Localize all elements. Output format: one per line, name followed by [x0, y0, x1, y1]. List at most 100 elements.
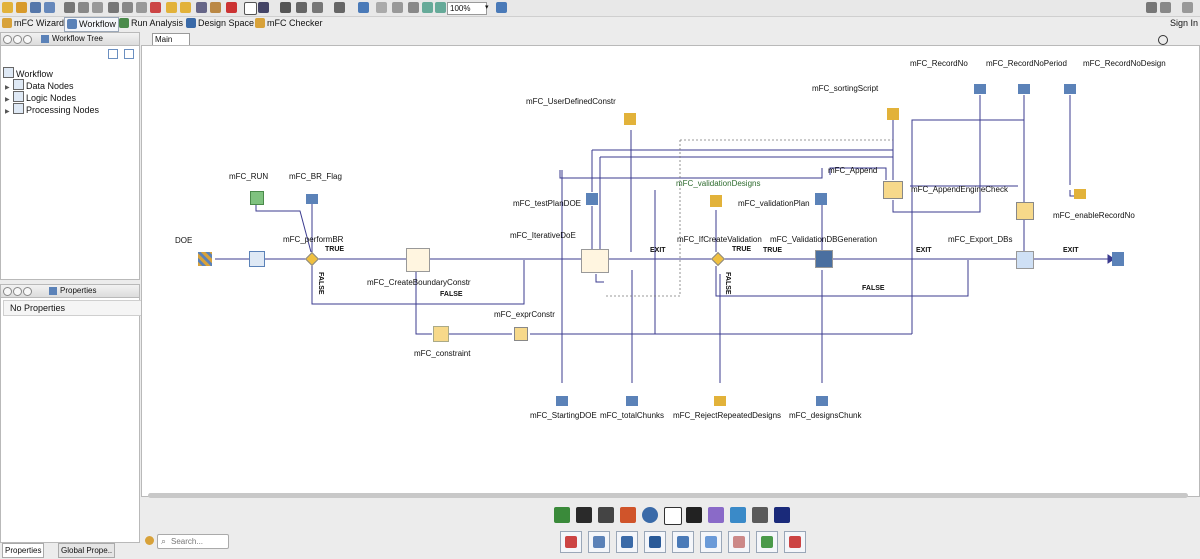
performbr-input-icon[interactable]	[249, 251, 265, 267]
redo-icon[interactable]	[180, 2, 191, 13]
constraint-icon[interactable]	[433, 326, 449, 342]
zoom-selection-icon[interactable]	[392, 2, 403, 13]
open-icon[interactable]	[16, 2, 27, 13]
zoom-out-icon[interactable]	[435, 2, 446, 13]
debug-icon[interactable]	[226, 2, 237, 13]
record-no-period-icon[interactable]	[1018, 84, 1030, 94]
align-middle-icon[interactable]	[296, 2, 307, 13]
br-flag-icon[interactable]	[306, 194, 318, 204]
stop-icon[interactable]	[210, 2, 221, 13]
zoom-fit-icon[interactable]	[376, 2, 387, 13]
perspective-mfc-wizard[interactable]: mFC Wizard	[2, 17, 64, 30]
palette-workflow-button[interactable]	[672, 531, 694, 553]
grid-icon[interactable]	[358, 2, 369, 13]
distribute-icon[interactable]	[312, 2, 323, 13]
perspective-run-analysis[interactable]: Run Analysis	[119, 17, 183, 30]
maximize-icon[interactable]	[23, 35, 32, 44]
test-plan-doe-icon[interactable]	[586, 193, 598, 205]
script-icon[interactable]	[664, 507, 682, 525]
link-editor-icon[interactable]	[124, 49, 134, 59]
new-icon[interactable]	[2, 2, 13, 13]
undo-icon[interactable]	[166, 2, 177, 13]
close-icon[interactable]	[3, 287, 12, 296]
save-all-icon[interactable]	[44, 2, 55, 13]
print-icon[interactable]	[64, 2, 75, 13]
end-node-icon[interactable]	[1112, 252, 1124, 266]
tree-item-data-nodes[interactable]: ▶Data Nodes	[5, 79, 74, 91]
append-engine-check-icon[interactable]	[1016, 202, 1034, 220]
network-icon[interactable]	[708, 507, 724, 523]
tab-main[interactable]: Main	[152, 33, 190, 45]
record-no-design-icon[interactable]	[1064, 84, 1076, 94]
chevron-down-icon[interactable]: ▾	[485, 4, 489, 11]
starting-doe-icon[interactable]	[556, 396, 568, 406]
minimize-icon[interactable]	[13, 287, 22, 296]
tab-global-properties[interactable]: Global Prope..	[58, 543, 116, 558]
labview-icon[interactable]	[576, 507, 592, 523]
circuit-icon[interactable]	[686, 507, 702, 523]
perspective-workflow[interactable]: Workflow	[64, 17, 119, 32]
copy-icon[interactable]	[122, 2, 133, 13]
connect-icon[interactable]	[258, 2, 269, 13]
zoom-reset-icon[interactable]	[408, 2, 419, 13]
tree-item-processing-nodes[interactable]: ▶Processing Nodes	[5, 103, 100, 115]
excel-icon[interactable]	[554, 507, 570, 523]
sorting-script-icon[interactable]	[887, 108, 899, 120]
mathcad-icon[interactable]	[598, 507, 614, 523]
perspective-design-space[interactable]: Design Space	[186, 17, 254, 30]
cycle-icon[interactable]	[642, 507, 658, 523]
palette-optimizer-button[interactable]	[616, 531, 638, 553]
cut-icon[interactable]	[108, 2, 119, 13]
export-icon[interactable]	[92, 2, 103, 13]
grid-node-icon[interactable]	[752, 507, 768, 523]
overview-icon[interactable]	[496, 2, 507, 13]
doe-node-icon[interactable]	[198, 252, 212, 266]
run-icon[interactable]	[196, 2, 207, 13]
expand-arrow-icon[interactable]: ▶	[5, 109, 10, 115]
mfc-run-icon[interactable]	[250, 191, 264, 205]
help-icon[interactable]	[1182, 2, 1193, 13]
perspective-mfc-checker[interactable]: mFC Checker	[255, 17, 323, 30]
validation-plan-table-icon[interactable]	[815, 193, 827, 205]
horizontal-scrollbar[interactable]	[148, 493, 1188, 498]
ma-icon[interactable]	[774, 507, 790, 523]
palette-matrix-button[interactable]	[644, 531, 666, 553]
tab-properties[interactable]: Properties	[2, 543, 45, 558]
designs-chunk-icon[interactable]	[816, 396, 828, 406]
append-icon[interactable]	[883, 181, 903, 199]
iterative-doe-icon[interactable]	[581, 249, 609, 273]
back-icon[interactable]	[1146, 2, 1157, 13]
settings-icon[interactable]	[1160, 2, 1171, 13]
layout-icon[interactable]	[334, 2, 345, 13]
zoom-select[interactable]: 100%	[447, 2, 487, 15]
minimize-icon[interactable]	[13, 35, 22, 44]
save-icon[interactable]	[30, 2, 41, 13]
expand-arrow-icon[interactable]: ▶	[5, 97, 10, 103]
sign-in-link[interactable]: Sign In	[1170, 18, 1199, 28]
tree-item-logic-nodes[interactable]: ▶Logic Nodes	[5, 91, 77, 103]
workflow-canvas[interactable]	[141, 45, 1200, 497]
validation-db-icon[interactable]	[815, 250, 833, 268]
validation-plan-icon[interactable]	[710, 195, 722, 207]
record-no-icon[interactable]	[974, 84, 986, 94]
print-preview-icon[interactable]	[78, 2, 89, 13]
create-boundary-constr-icon[interactable]	[406, 248, 430, 272]
paste-icon[interactable]	[136, 2, 147, 13]
matlab-icon[interactable]	[620, 507, 636, 523]
maximize-icon[interactable]	[23, 287, 32, 296]
palette-scheduler-button[interactable]	[588, 531, 610, 553]
user-defined-constr-icon[interactable]	[624, 113, 636, 125]
collapse-all-icon[interactable]	[108, 49, 118, 59]
select-pointer-icon[interactable]	[244, 2, 257, 15]
expr-constr-icon[interactable]	[514, 327, 528, 341]
delete-icon[interactable]	[150, 2, 161, 13]
search-box[interactable]: ⌕ Search...	[157, 534, 229, 549]
reject-repeated-icon[interactable]	[714, 396, 726, 406]
palette-copy-button[interactable]	[700, 531, 722, 553]
close-icon[interactable]	[3, 35, 12, 44]
tree-item-workflow[interactable]: Workflow	[3, 67, 53, 79]
enable-record-no-icon[interactable]	[1074, 189, 1086, 199]
export-dbs-icon[interactable]	[1016, 251, 1034, 269]
palette-export-button[interactable]	[784, 531, 806, 553]
align-icon[interactable]	[280, 2, 291, 13]
